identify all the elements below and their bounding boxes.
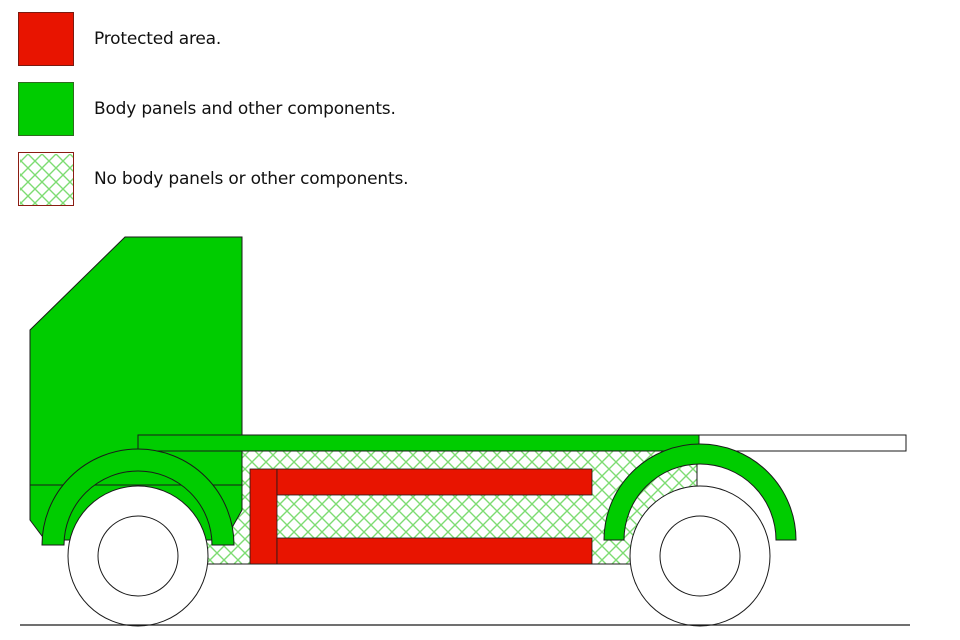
front-wheel-arch — [41, 448, 235, 546]
legend-label: Protected area. — [94, 29, 222, 49]
legend-swatch-red — [18, 12, 74, 66]
protected-area-bottom-bar — [276, 537, 593, 565]
legend-swatch-hatched — [18, 152, 74, 206]
legend-item-protected-area: Protected area. — [18, 12, 221, 66]
legend-hatch-fill — [20, 154, 73, 205]
chassis-rail — [137, 434, 700, 452]
legend-item-no-body-panels: No body panels or other components. — [18, 152, 409, 206]
legend-item-body-panels: Body panels and other components. — [18, 82, 396, 136]
legend-swatch-green — [18, 82, 74, 136]
rear-wheel-hub — [659, 515, 741, 597]
rear-deck — [698, 434, 907, 452]
protected-area-top-bar — [276, 468, 593, 496]
legend-label: Body panels and other components. — [94, 99, 396, 119]
front-wheel-hub — [97, 515, 179, 597]
legend-label: No body panels or other components. — [94, 169, 409, 189]
protected-area-vertical — [249, 468, 278, 565]
rear-wheel-arch — [603, 443, 797, 541]
